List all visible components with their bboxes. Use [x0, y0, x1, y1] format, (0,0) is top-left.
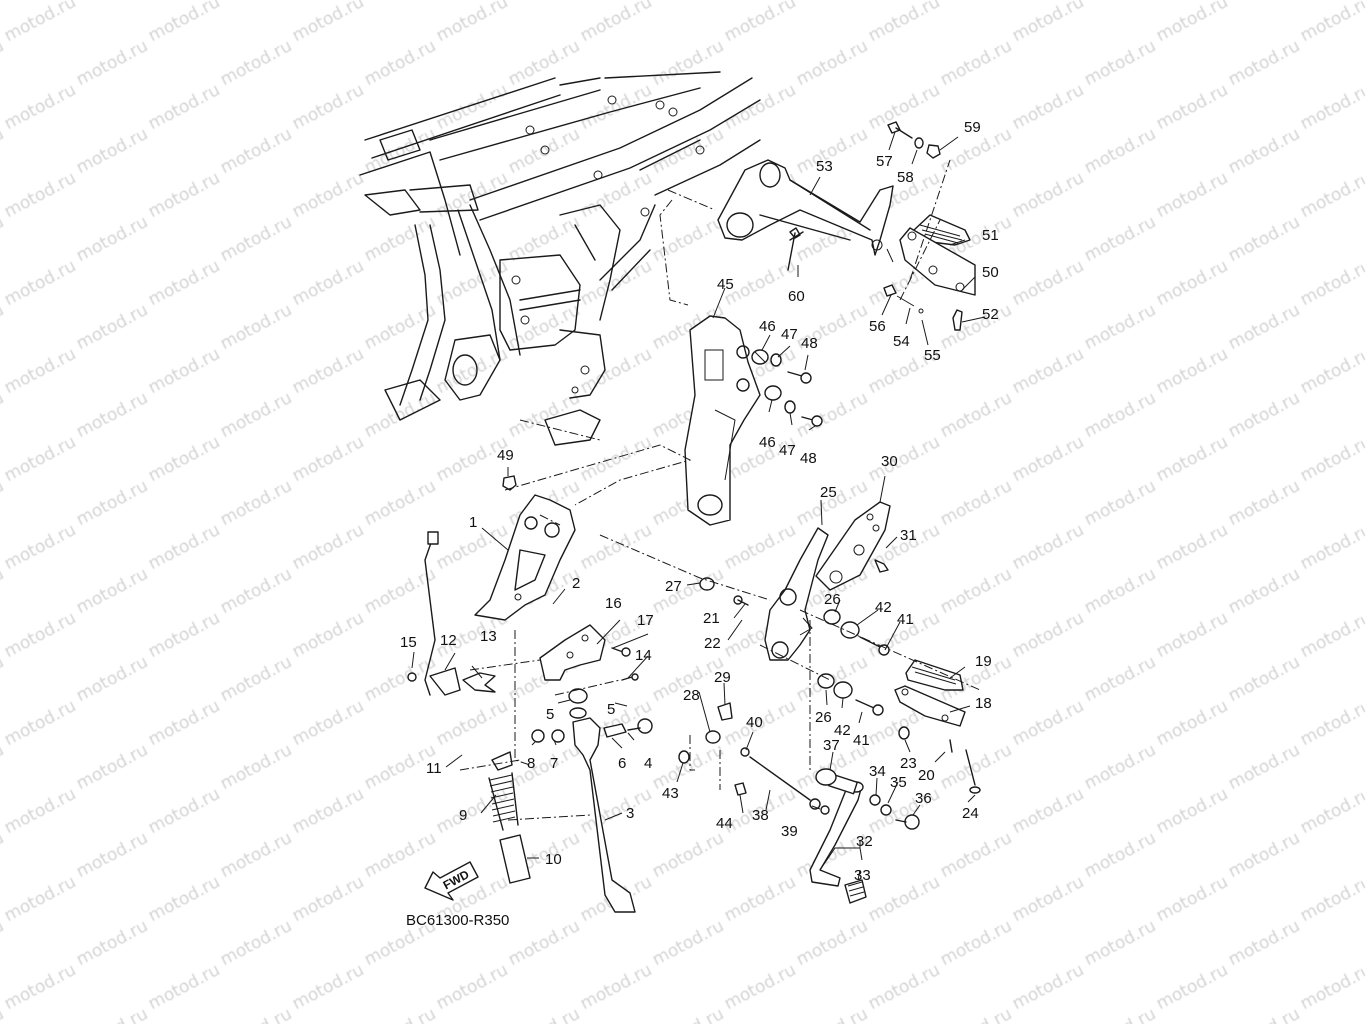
footrest-plate: [815, 501, 891, 591]
callout-14: 14: [635, 647, 652, 664]
rear-small-hardware: [787, 121, 963, 331]
callout-40: 40: [746, 714, 763, 731]
callout-4: 4: [644, 755, 652, 772]
spring-9: [488, 751, 531, 884]
callout-36: 36: [915, 790, 932, 807]
callout-26b: 26: [815, 709, 832, 726]
callout-58: 58: [897, 169, 914, 186]
callout-12: 12: [440, 632, 457, 649]
callout-59: 59: [964, 119, 981, 136]
callout-51: 51: [982, 227, 999, 244]
rear-footrest-peg: [899, 214, 976, 296]
callout-8: 8: [527, 755, 535, 772]
callout-49: 49: [497, 447, 514, 464]
callout-21: 21: [703, 610, 720, 627]
callout-30: 30: [881, 453, 898, 470]
callout-32: 32: [856, 833, 873, 850]
callout-41a: 41: [897, 611, 914, 628]
callout-43: 43: [662, 785, 679, 802]
front-footrest-peg: [894, 659, 981, 794]
callout-56: 56: [869, 318, 886, 335]
callout-28: 28: [683, 687, 700, 704]
sensor-wire: [407, 531, 496, 696]
callout-26a: 26: [824, 591, 841, 608]
callout-3: 3: [626, 805, 634, 822]
callout-38: 38: [752, 807, 769, 824]
callout-5b: 5: [607, 701, 615, 718]
assembly-lines: [459, 159, 981, 821]
callout-1: 1: [469, 514, 477, 531]
callout-5a: 5: [546, 706, 554, 723]
callout-22: 22: [704, 635, 721, 652]
callout-41b: 41: [853, 732, 870, 749]
callout-17: 17: [637, 612, 654, 629]
callout-48b: 48: [800, 450, 817, 467]
callout-50: 50: [982, 264, 999, 281]
callout-15: 15: [400, 634, 417, 651]
callout-10: 10: [545, 851, 562, 868]
callout-35: 35: [890, 774, 907, 791]
callout-52: 52: [982, 306, 999, 323]
callout-57: 57: [876, 153, 893, 170]
callout-34: 34: [869, 763, 886, 780]
callout-48a: 48: [801, 335, 818, 352]
callout-33: 33: [854, 867, 871, 884]
callout-24: 24: [962, 805, 979, 822]
callout-7: 7: [550, 755, 558, 772]
callout-47a: 47: [781, 326, 798, 343]
callout-54: 54: [893, 333, 910, 350]
callout-2: 2: [572, 575, 580, 592]
diagram-code: BC61300-R350: [406, 912, 509, 929]
callout-18: 18: [975, 695, 992, 712]
callout-20: 20: [918, 767, 935, 784]
callout-13: 13: [480, 628, 497, 645]
switch-bracket: [539, 624, 639, 681]
footrest-bracket-25: [764, 527, 829, 661]
callout-29: 29: [714, 669, 731, 686]
bracket-45-fasteners: [751, 349, 823, 427]
callout-45: 45: [717, 276, 734, 293]
callout-39: 39: [781, 823, 798, 840]
sidestand-bracket: [474, 475, 576, 621]
callout-23: 23: [900, 755, 917, 772]
callout-27: 27: [665, 578, 682, 595]
callout-47b: 47: [779, 442, 796, 459]
callout-9: 9: [459, 807, 467, 824]
sidestand: [531, 688, 653, 913]
callout-37: 37: [823, 737, 840, 754]
callout-42b: 42: [834, 722, 851, 739]
fwd-arrow: FWD: [424, 861, 479, 901]
callout-31: 31: [900, 527, 917, 544]
shift-lever: [749, 756, 920, 904]
leader-lines: [411, 131, 986, 881]
callout-42a: 42: [875, 599, 892, 616]
callout-16: 16: [605, 595, 622, 612]
callout-44: 44: [716, 815, 733, 832]
callout-11: 11: [426, 760, 442, 777]
shift-small-hardware: [678, 702, 750, 796]
callout-46b: 46: [759, 434, 776, 451]
frame-assembly: [359, 71, 761, 446]
callout-25: 25: [820, 484, 837, 501]
callout-19: 19: [975, 653, 992, 670]
callout-55: 55: [924, 347, 941, 364]
callout-53: 53: [816, 158, 833, 175]
callout-6: 6: [618, 755, 626, 772]
callout-60: 60: [788, 288, 805, 305]
footrest-bracket-45: [684, 315, 761, 526]
callout-labels: 1 2 3 4 5 5 6 7 8 9 10 11 12 13 14 15 16…: [400, 119, 999, 884]
rear-footrest-bracket: [717, 159, 894, 256]
callout-46a: 46: [759, 318, 776, 335]
